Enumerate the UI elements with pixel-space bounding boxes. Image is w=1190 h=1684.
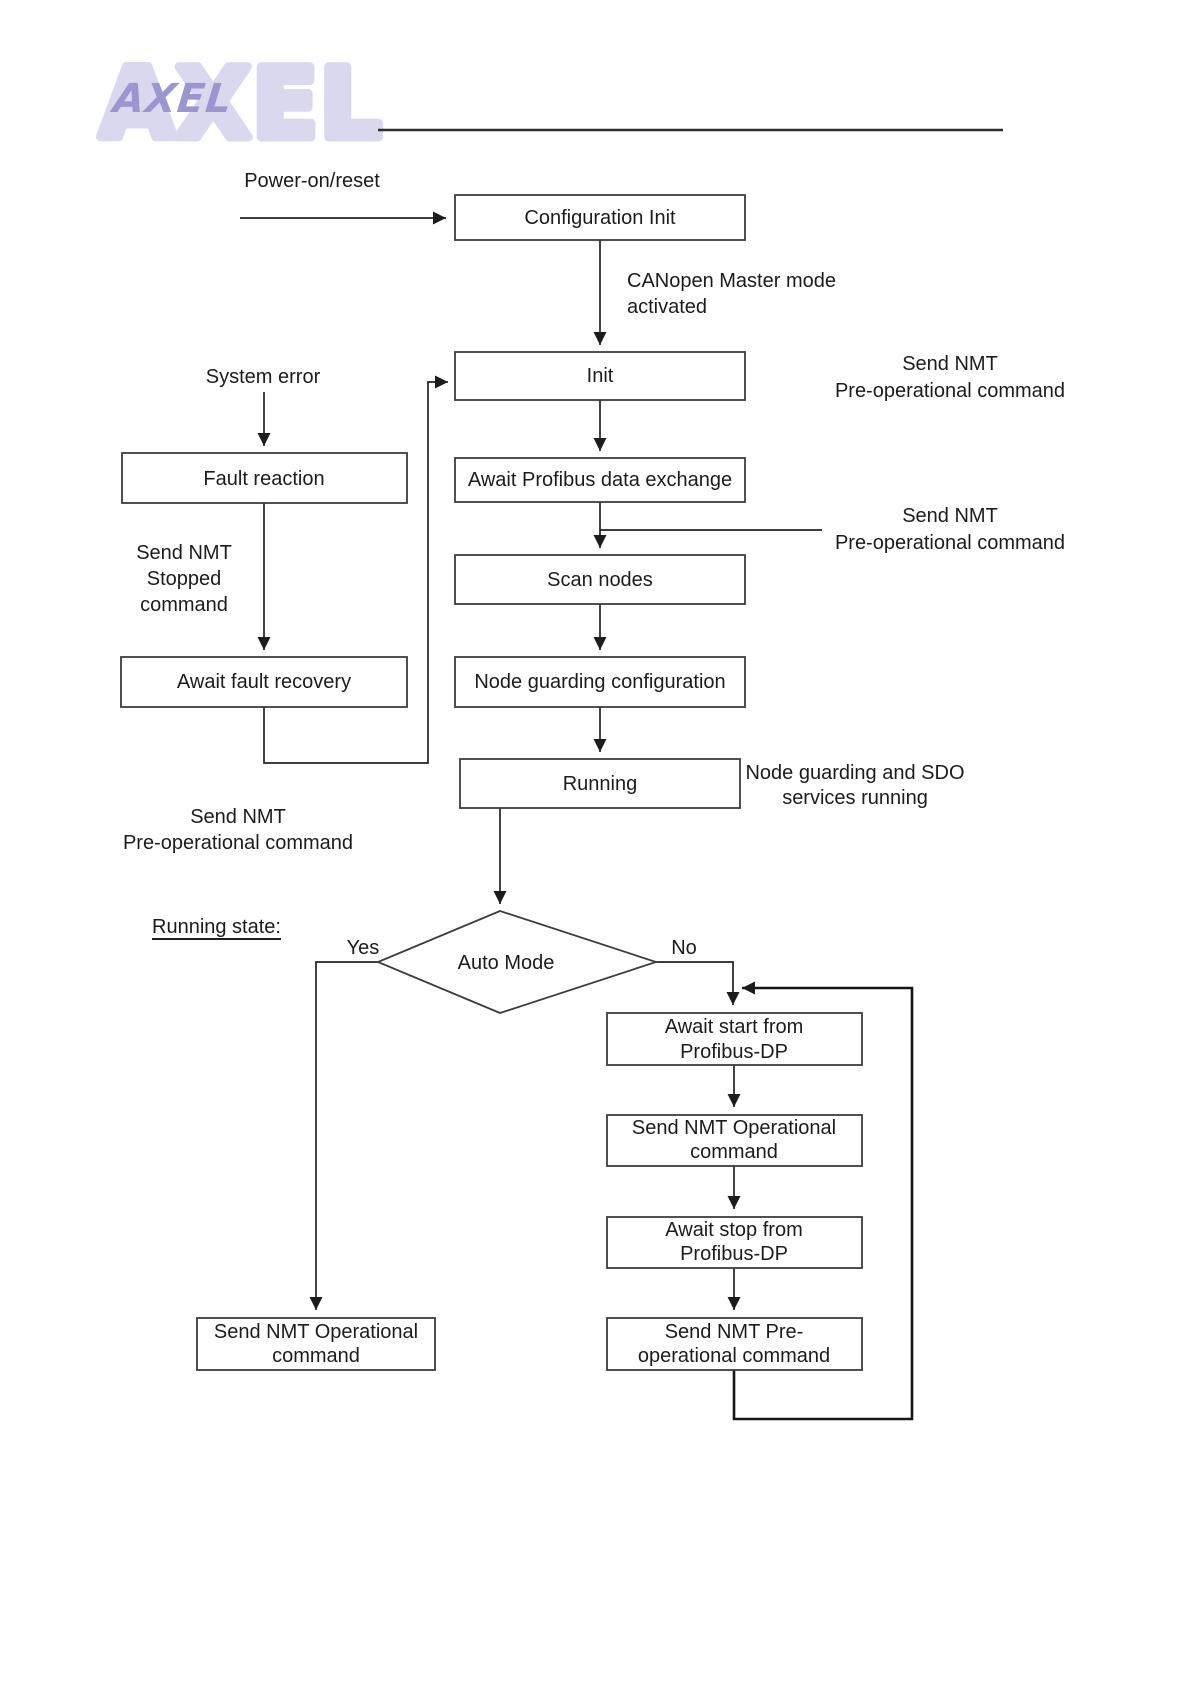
label-send-nmt-stopped-line3: command — [140, 594, 228, 616]
node-await-start-from-profibus — [606, 1012, 863, 1066]
label-canopen-line1: CANopen Master mode — [627, 270, 836, 292]
edge-yes-branch — [309, 961, 378, 1310]
edge-awaitrecovery-loop-to-init — [263, 375, 448, 764]
axel-logo-watermark-text: AXEL — [100, 48, 383, 160]
node-auto-mode-decision — [375, 910, 659, 1014]
label-send-nmt-preop-a-line1: Send NMT — [902, 353, 998, 375]
label-send-nmt-preop-a-line2: Pre-operational command — [835, 380, 1065, 402]
label-await-start-line1: Await start from — [665, 1016, 804, 1038]
label-send-nmt-stopped-line1: Send NMT — [136, 542, 232, 564]
label-send-nmt-operational-right-line2: command — [690, 1141, 778, 1163]
axel-logo-overlay-text: AXEL — [108, 76, 234, 122]
node-configuration-init — [454, 194, 746, 241]
label-send-nmt-preop-right-line2: operational command — [638, 1345, 830, 1367]
label-send-nmt-operational-left-line2: command — [272, 1345, 360, 1367]
label-system-error: System error — [206, 366, 321, 388]
label-node-guarding-sdo-line1: Node guarding and SDO — [745, 762, 964, 784]
node-fault-reaction — [121, 452, 408, 504]
label-send-nmt-stopped-line2: Stopped — [147, 568, 222, 590]
label-yes: Yes — [347, 937, 380, 959]
node-init — [454, 351, 746, 401]
label-node-guarding-configuration: Node guarding configuration — [474, 671, 725, 693]
label-running: Running — [563, 773, 638, 795]
label-configuration-init: Configuration Init — [524, 207, 676, 229]
label-send-nmt-preop-b-line2: Pre-operational command — [835, 532, 1065, 554]
label-no: No — [671, 937, 697, 959]
label-auto-mode: Auto Mode — [458, 952, 555, 974]
label-send-nmt-preop-right-line1: Send NMT Pre- — [665, 1321, 804, 1343]
label-send-nmt-operational-right-line1: Send NMT Operational — [632, 1117, 836, 1139]
label-init: Init — [587, 365, 614, 387]
node-node-guarding-configuration — [454, 656, 746, 708]
label-await-start-line2: Profibus-DP — [680, 1041, 788, 1063]
edge-sendpreop-loop-to-awaitstart — [732, 981, 914, 1421]
label-send-nmt-preop-c-line2: Pre-operational command — [123, 832, 353, 854]
edge-no-branch — [656, 961, 740, 1005]
label-scan-nodes: Scan nodes — [547, 569, 653, 591]
label-await-profibus: Await Profibus data exchange — [468, 469, 732, 491]
axel-logo: AXEL AXEL — [96, 44, 386, 165]
label-power-on-reset: Power-on/reset — [244, 170, 380, 192]
node-await-profibus-data-exchange — [454, 457, 746, 503]
label-await-stop-line1: Await stop from — [665, 1219, 802, 1241]
label-fault-reaction: Fault reaction — [203, 468, 324, 490]
label-send-nmt-operational-left-line1: Send NMT Operational — [214, 1321, 418, 1343]
label-send-nmt-preop-b-line1: Send NMT — [902, 505, 998, 527]
label-send-nmt-preop-c-line1: Send NMT — [190, 806, 286, 828]
label-node-guarding-sdo-line2: services running — [782, 787, 928, 809]
node-scan-nodes — [454, 554, 746, 605]
label-running-state: Running state: — [152, 916, 281, 938]
label-await-fault-recovery: Await fault recovery — [177, 671, 351, 693]
node-send-nmt-preoperational-right — [606, 1317, 863, 1371]
node-send-nmt-operational-left — [196, 1317, 436, 1371]
node-running — [459, 758, 741, 809]
node-await-fault-recovery — [120, 656, 408, 708]
node-send-nmt-operational-right — [606, 1114, 863, 1167]
label-canopen-line2: activated — [627, 296, 707, 318]
label-await-stop-line2: Profibus-DP — [680, 1243, 788, 1265]
node-await-stop-from-profibus — [606, 1216, 863, 1269]
